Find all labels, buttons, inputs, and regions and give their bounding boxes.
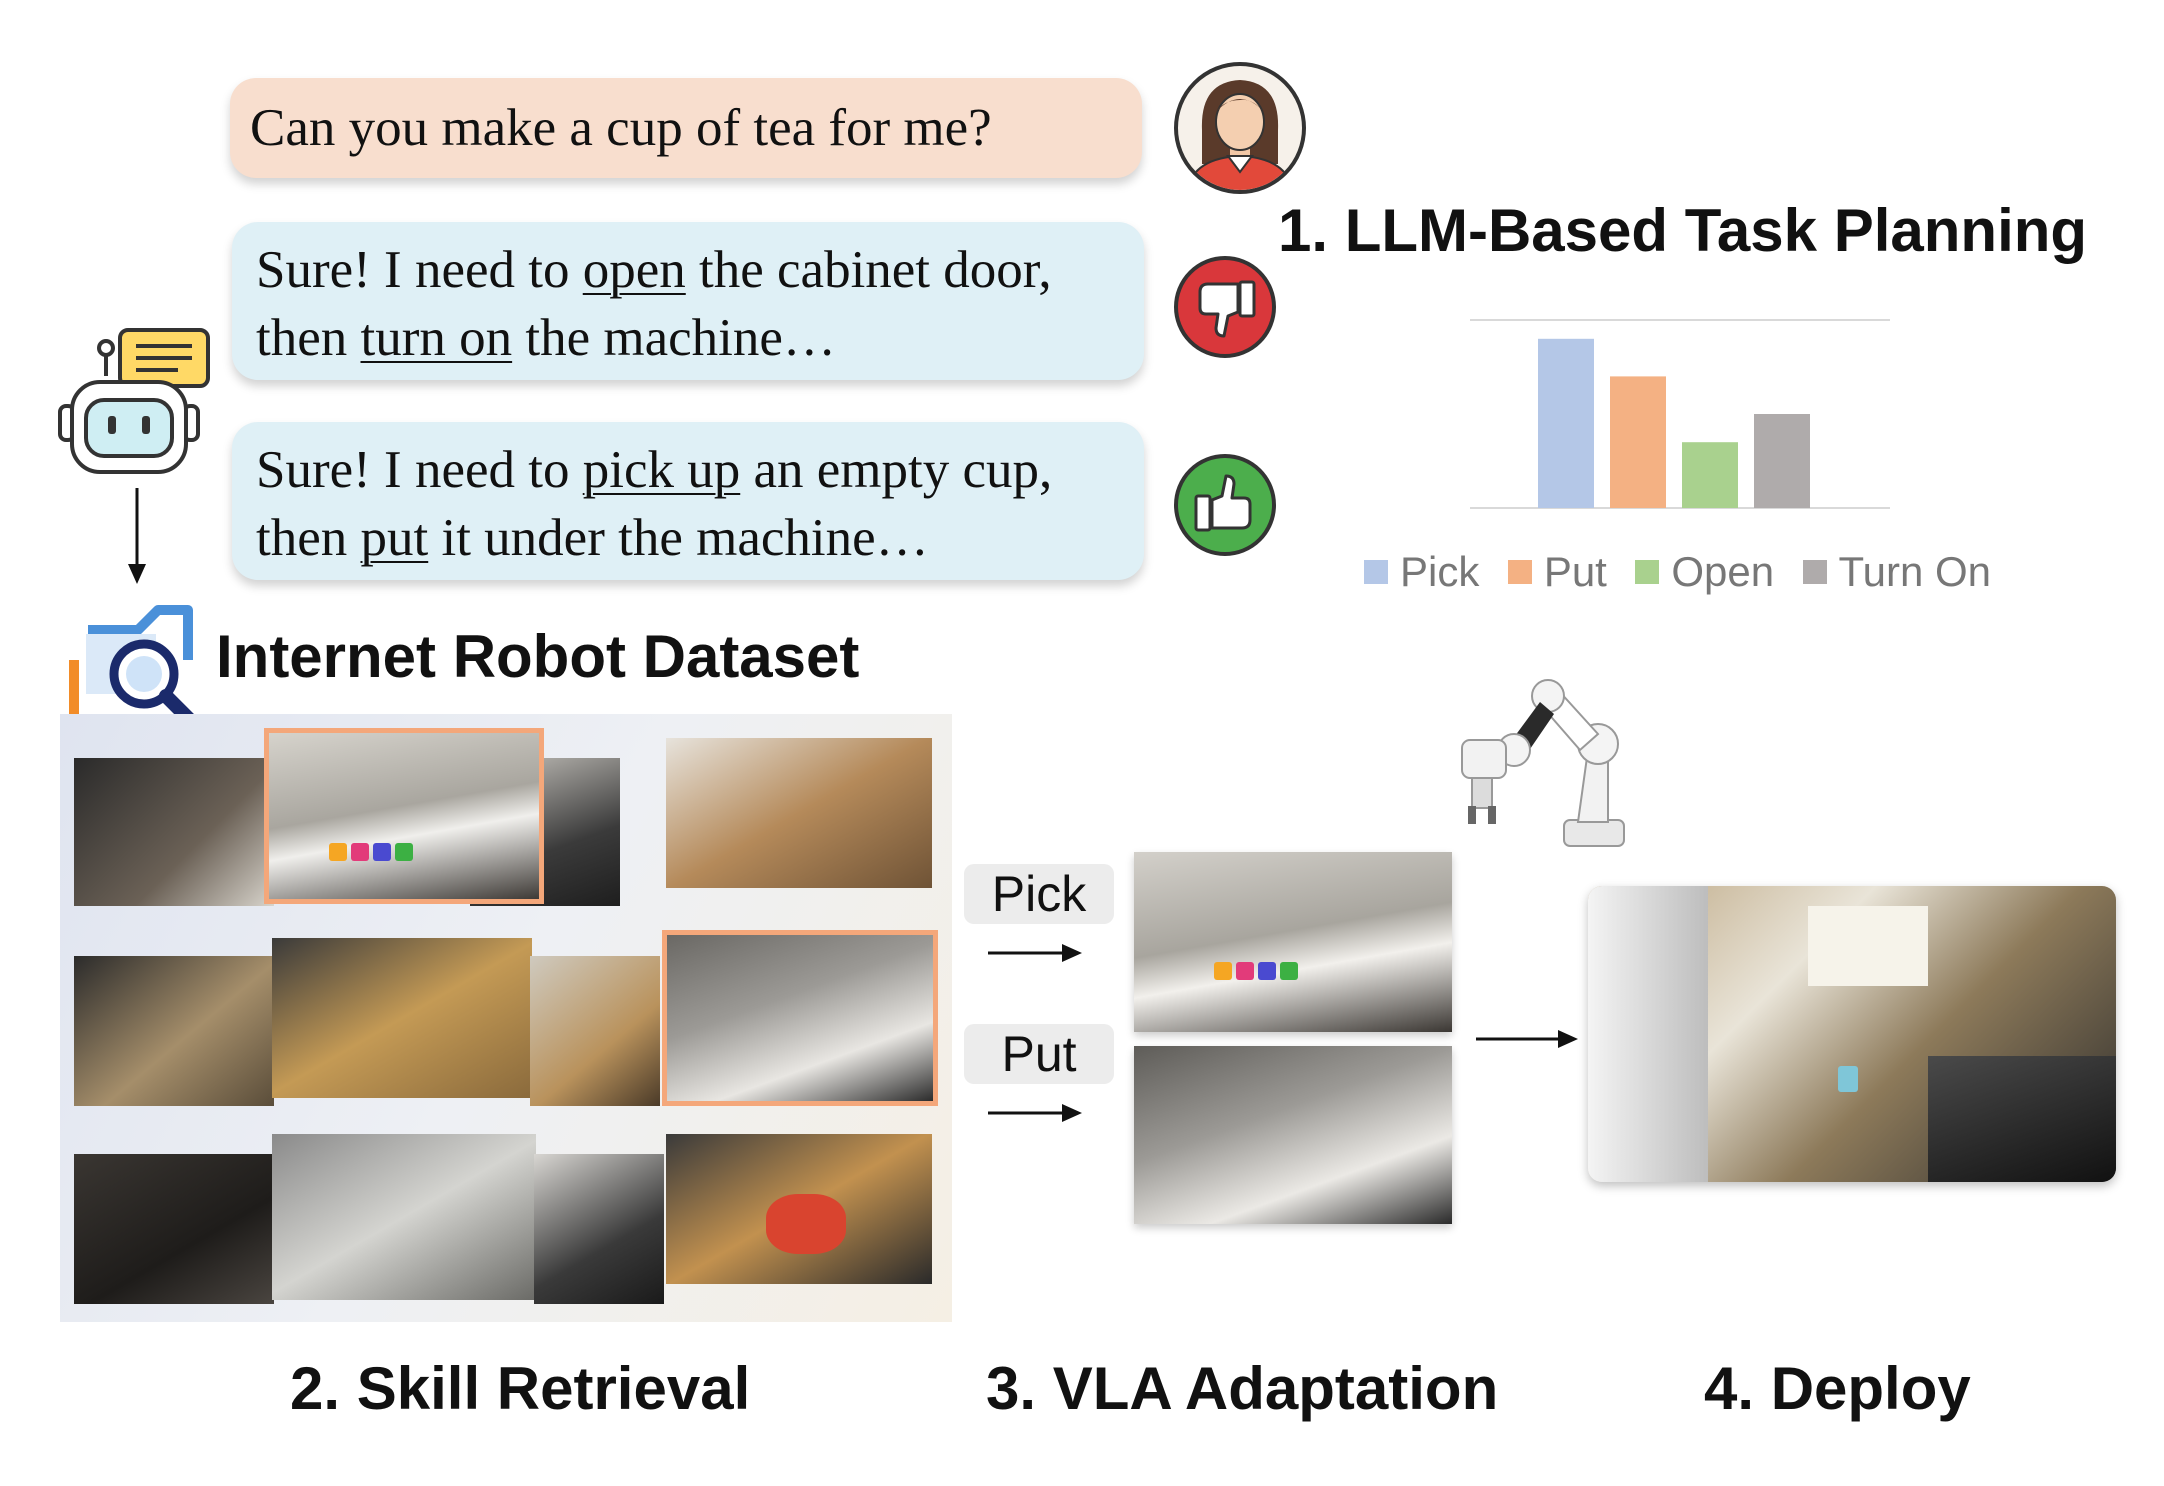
dataset-mosaic [60, 714, 952, 1322]
deploy-arrow [1476, 1030, 1578, 1048]
legend-item-turn-on: Turn On [1802, 548, 1992, 596]
step-vla-adaptation: 3. VLA Adaptation [986, 1355, 1499, 1422]
dataset-image [272, 938, 532, 1098]
step-deploy: 4. Deploy [1704, 1355, 1971, 1422]
down-arrow [128, 488, 146, 584]
user-request-text: Can you make a cup of tea for me? [250, 99, 992, 157]
legend-item-put: Put [1507, 548, 1607, 596]
bar-pick [1538, 338, 1594, 508]
skill-put: put [360, 509, 429, 567]
dataset-image [666, 1134, 932, 1284]
dataset-image [74, 758, 274, 906]
dataset-image-selected [662, 930, 938, 1106]
good-plan-bubble: Sure! I need to pick up an empty cup, th… [232, 422, 1144, 580]
skill-chip-pick: Pick [964, 864, 1114, 924]
skill-chip-put: Put [964, 1024, 1114, 1084]
dataset-image [272, 1134, 536, 1300]
skill-pick-up: pick up [582, 441, 741, 499]
user-request-bubble: Can you make a cup of tea for me? [230, 78, 1142, 178]
thumbs-down-icon [1174, 256, 1276, 358]
dataset-image [74, 956, 274, 1106]
planning-title: 1. LLM-Based Task Planning [1278, 197, 2088, 264]
legend-label: Put [1543, 548, 1607, 595]
dataset-image [530, 956, 660, 1106]
dataset-image [534, 1154, 664, 1304]
skill-open: open [582, 241, 686, 299]
dataset-image-selected [264, 728, 544, 904]
bad-plan-line-1: Sure! I need to open the cabinet door, [256, 241, 1052, 299]
user-avatar-icon [1174, 62, 1306, 194]
legend-item-pick: Pick [1364, 548, 1479, 596]
skill-turn-on: turn on [360, 309, 513, 367]
skill-frequency-chart [1470, 319, 1890, 509]
chart-legend: Pick Put Open Turn On [1364, 548, 2015, 596]
deploy-image [1588, 886, 2116, 1182]
adaptation-image-pick [1134, 852, 1452, 1032]
bar-open [1682, 442, 1738, 508]
dataset-image [666, 738, 932, 888]
bad-plan-line-2: then turn on the machine… [256, 309, 836, 367]
good-plan-line-2: then put it under the machine… [256, 509, 929, 567]
legend-swatch [1364, 560, 1388, 584]
pick-arrow [988, 944, 1082, 962]
bar-put [1610, 376, 1666, 508]
dataset-image [74, 1154, 274, 1304]
legend-label: Open [1671, 548, 1775, 595]
bad-plan-bubble: Sure! I need to open the cabinet door, t… [232, 222, 1144, 380]
bar-turn-on [1754, 414, 1810, 508]
step-skill-retrieval: 2. Skill Retrieval [290, 1355, 751, 1422]
thumbs-up-icon [1174, 454, 1276, 556]
legend-label: Pick [1400, 548, 1480, 595]
legend-swatch [1635, 560, 1660, 584]
put-arrow [988, 1104, 1082, 1122]
legend-swatch [1507, 560, 1532, 584]
robot-chat-icon [58, 328, 210, 474]
dataset-title: Internet Robot Dataset [216, 623, 860, 690]
robot-arm-icon [1461, 679, 1625, 847]
legend-label: Turn On [1838, 548, 1992, 595]
good-plan-line-1: Sure! I need to pick up an empty cup, [256, 441, 1053, 499]
adaptation-image-put [1134, 1046, 1452, 1224]
legend-item-open: Open [1635, 548, 1774, 596]
legend-swatch [1802, 560, 1827, 584]
